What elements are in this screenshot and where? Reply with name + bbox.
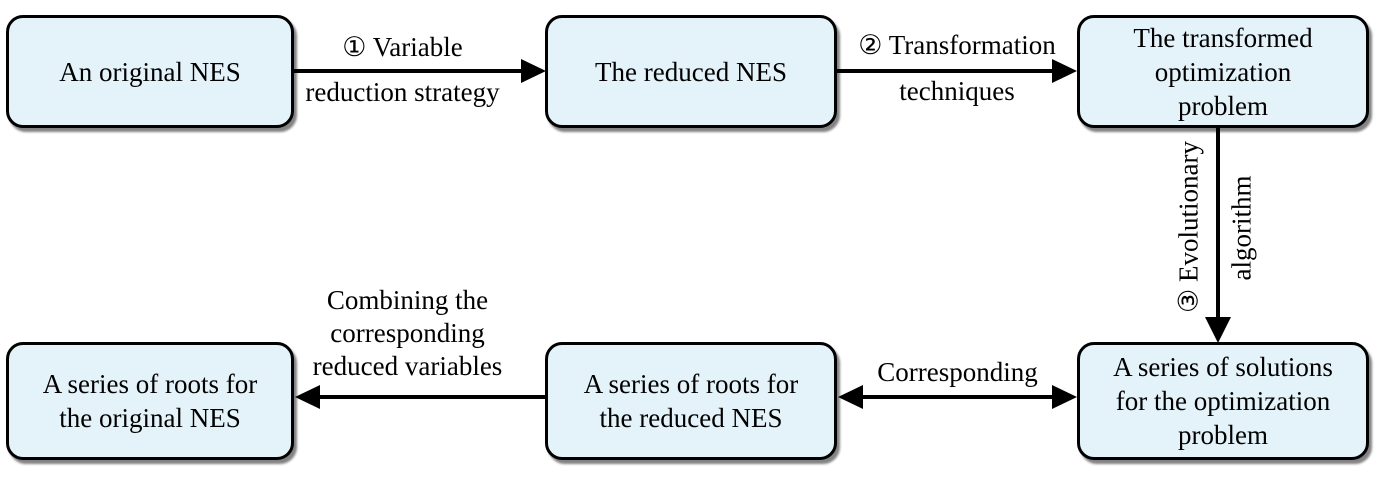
node-roots-original-label: A series of roots for the original NES: [42, 369, 258, 433]
arrow-evolutionary-line: [1216, 128, 1220, 320]
arrow-transformation-line: [837, 69, 1054, 73]
node-solutions: A series of solutions for the optimizati…: [1077, 342, 1369, 460]
arrow-corresponding-head-left-icon: [838, 385, 863, 409]
node-transformed-problem: The transformed optimization problem: [1077, 15, 1369, 128]
node-solutions-label: A series of solutions for the optimizati…: [1113, 352, 1333, 450]
arrow-combining-head-icon: [295, 385, 320, 409]
arrow-evolutionary-label-line2: algorithm: [1226, 175, 1257, 281]
arrow-evolutionary-head-icon: [1205, 317, 1231, 343]
node-reduced-nes: The reduced NES: [545, 15, 837, 128]
node-roots-reduced: A series of roots for the reduced NES: [545, 342, 837, 460]
arrow-variable-reduction-label-top: ① Variable: [342, 32, 463, 62]
arrow-transformation-label-bottom: techniques: [899, 76, 1015, 106]
node-roots-original: A series of roots for the original NES: [6, 342, 294, 460]
arrow-corresponding-label: Corresponding: [877, 357, 1038, 387]
arrow-transformation-label-top: ② Transformation: [858, 30, 1056, 60]
node-roots-reduced-label: A series of roots for the reduced NES: [583, 369, 799, 433]
arrow-variable-reduction-line: [294, 69, 523, 73]
node-reduced-nes-label: The reduced NES: [595, 56, 787, 87]
arrow-transformation-head-icon: [1052, 59, 1077, 83]
arrow-evolutionary-label-line1: ③ Evolutionary: [1173, 141, 1204, 313]
arrow-combining-line: [317, 395, 545, 399]
arrow-corresponding-head-right-icon: [1052, 385, 1077, 409]
node-original-nes: An original NES: [6, 15, 294, 128]
arrow-variable-reduction-label-bottom: reduction strategy: [305, 77, 500, 107]
node-original-nes-label: An original NES: [59, 56, 241, 87]
arrow-corresponding-line: [858, 395, 1056, 399]
node-transformed-problem-label: The transformed optimization problem: [1133, 22, 1313, 121]
arrow-combining-label: Combining the corresponding reduced vari…: [312, 285, 503, 381]
arrow-variable-reduction-head-icon: [521, 59, 546, 83]
